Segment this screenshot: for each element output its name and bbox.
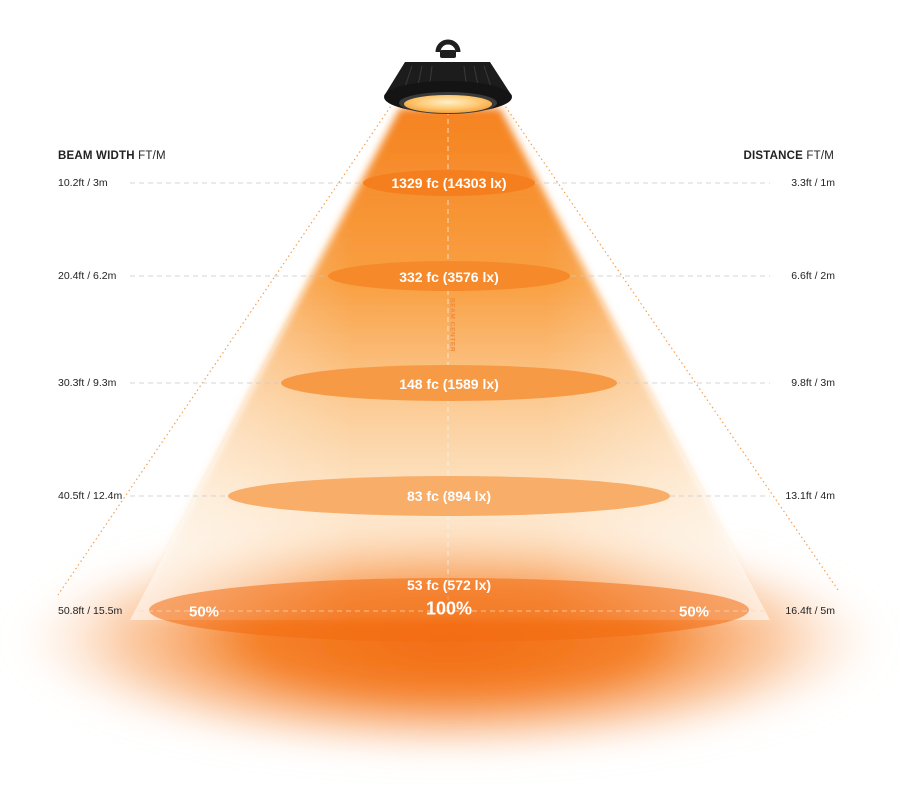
illuminance-value: 1329 fc (14303 lx) — [391, 175, 507, 191]
illuminance-value: 148 fc (1589 lx) — [399, 376, 499, 392]
beam-width-label: 50.8ft / 15.5m — [58, 605, 123, 617]
beam-width-header: BEAM WIDTH FT/M — [58, 150, 166, 162]
beam-width-title: BEAM WIDTH — [58, 150, 135, 162]
beam-width-label: 20.4ft / 6.2m — [58, 270, 117, 282]
illuminance-value: 83 fc (894 lx) — [406, 488, 492, 504]
intensity-left: 50% — [188, 603, 220, 621]
intensity-center: 100% — [425, 598, 473, 619]
distance-label: 6.6ft / 2m — [791, 270, 835, 282]
distance-header: DISTANCE FT/M — [743, 150, 834, 162]
ufo-high-bay-light-icon — [384, 39, 512, 114]
distance-label: 16.4ft / 5m — [785, 605, 835, 617]
distance-label: 13.1ft / 4m — [785, 490, 835, 502]
illuminance-ellipse-5 — [149, 578, 749, 642]
distance-label: 3.3ft / 1m — [791, 177, 835, 189]
illuminance-ellipse-2 — [328, 261, 570, 291]
beam-center-label: BEAM CENTER — [448, 297, 456, 353]
intensity-right: 50% — [678, 603, 710, 621]
illuminance-ellipse-3 — [281, 365, 617, 401]
beam-edge-left — [57, 102, 394, 596]
distance-title: DISTANCE — [743, 150, 803, 162]
distance-unit: FT/M — [806, 150, 834, 162]
beam-width-label: 40.5ft / 12.4m — [58, 490, 123, 502]
illuminance-value: 53 fc (572 lx) — [406, 577, 492, 593]
beam-width-label: 10.2ft / 3m — [58, 177, 108, 189]
illuminance-ellipse-1 — [363, 170, 535, 196]
beam-width-unit: FT/M — [138, 150, 166, 162]
illuminance-value: 332 fc (3576 lx) — [399, 269, 499, 285]
distance-label: 9.8ft / 3m — [791, 377, 835, 389]
illuminance-ellipse-4 — [228, 476, 670, 516]
beam-width-label: 30.3ft / 9.3m — [58, 377, 117, 389]
